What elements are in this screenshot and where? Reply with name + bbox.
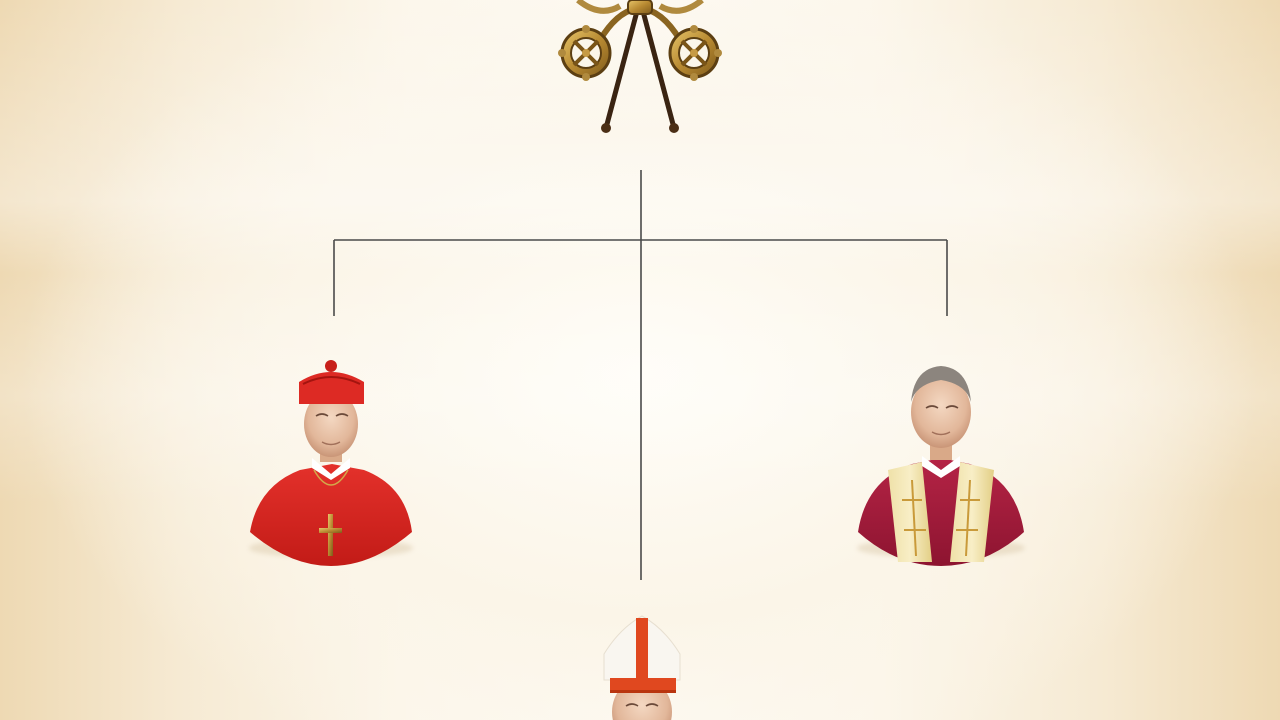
papal-keys-icon <box>558 0 722 133</box>
priest-figure <box>857 366 1025 566</box>
bishop-figure <box>603 615 681 720</box>
connector-lines <box>333 170 948 580</box>
cardinal-figure <box>249 360 413 566</box>
